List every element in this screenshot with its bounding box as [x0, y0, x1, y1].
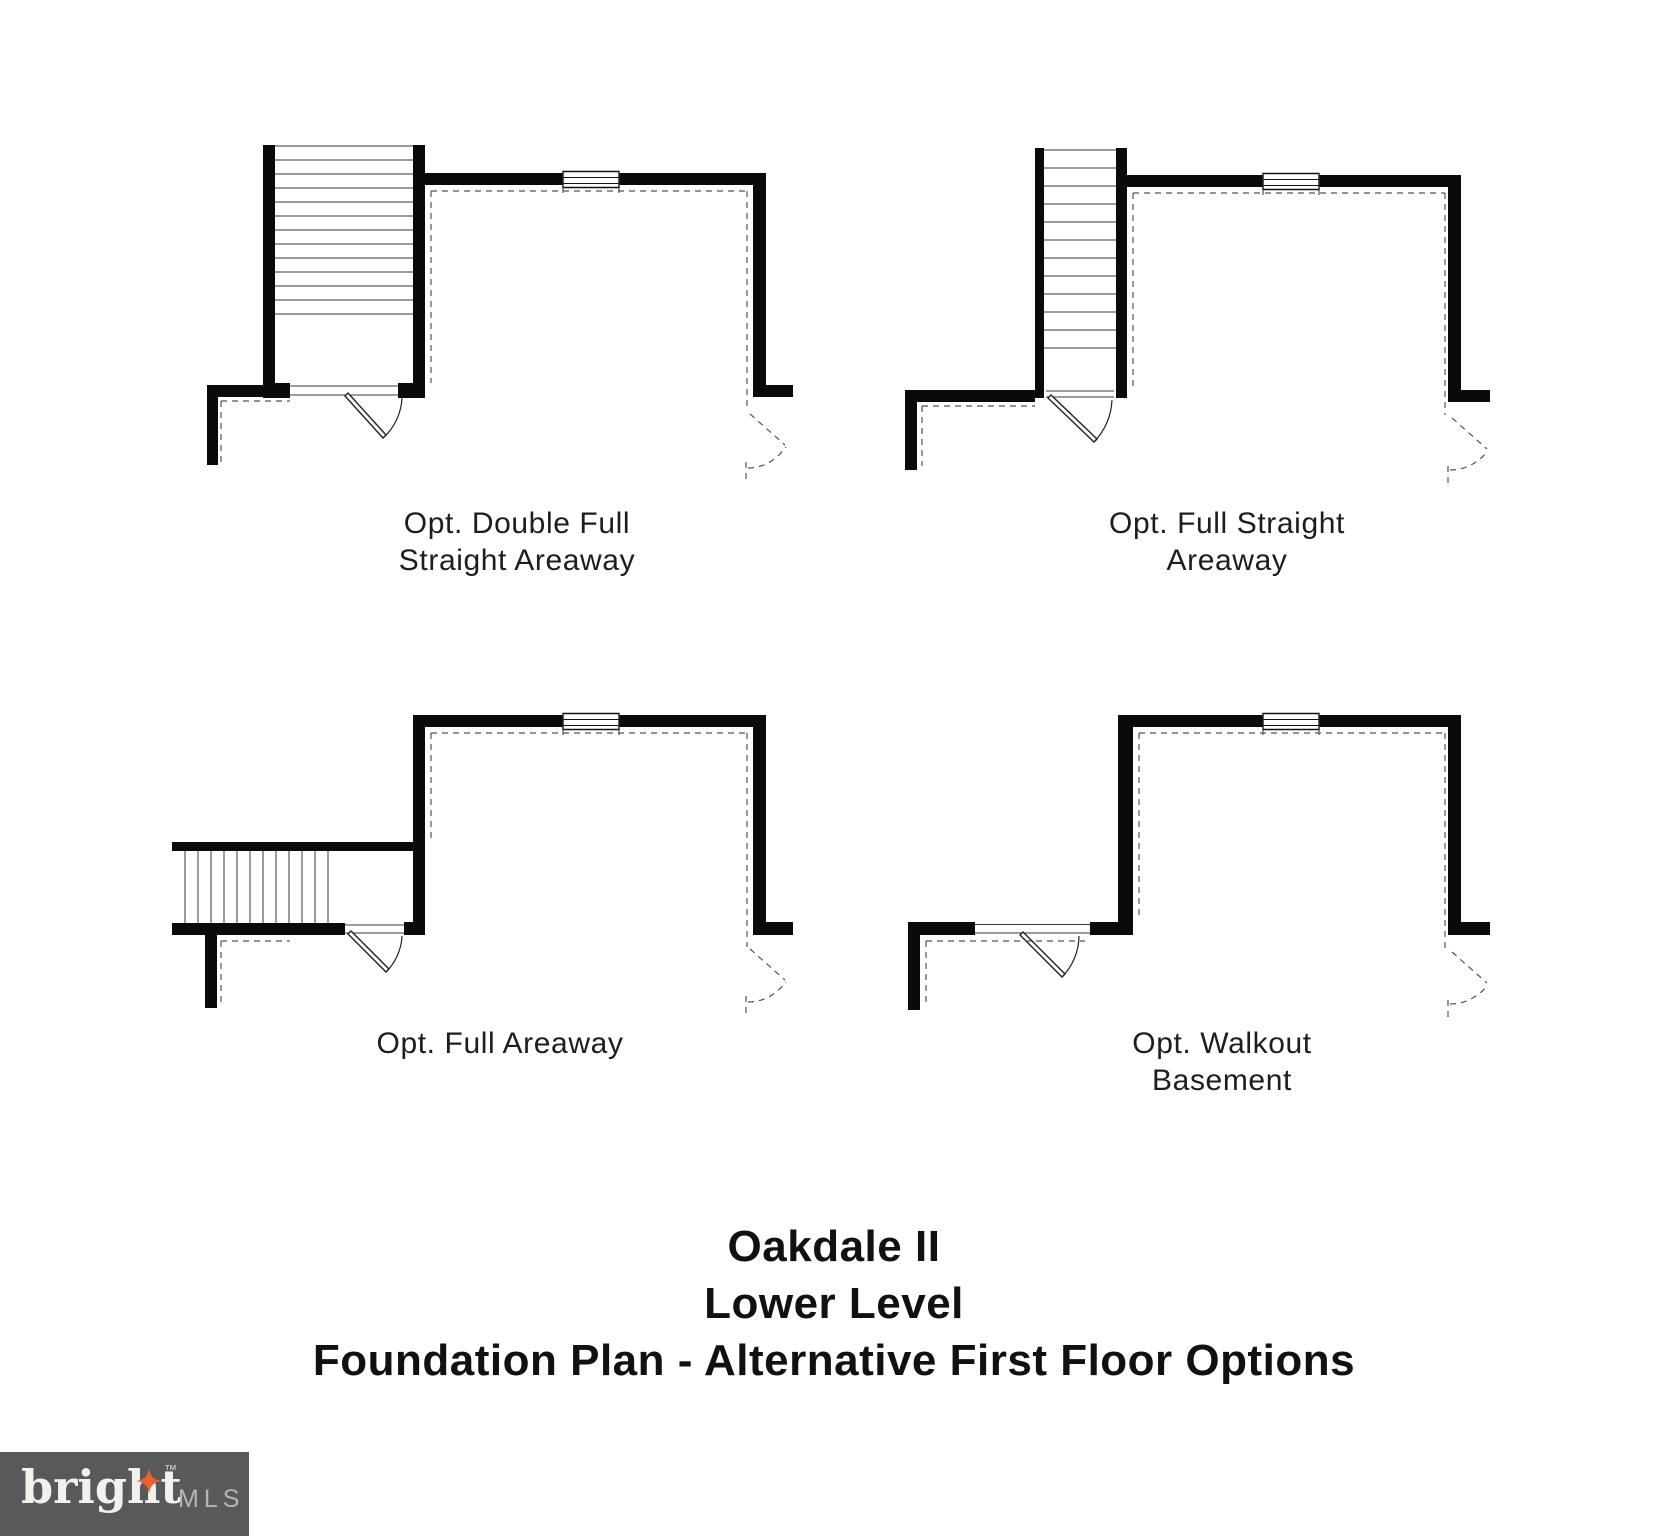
plan-label-line: Opt. Full Straight — [1109, 507, 1345, 540]
plan-label-line: Basement — [1152, 1064, 1292, 1097]
plan-label-full-areaway: Opt. Full Areaway — [377, 1025, 624, 1062]
walls — [172, 715, 793, 1008]
plan-label-line: Opt. Double Full — [403, 507, 631, 540]
stair-symbol — [263, 145, 425, 398]
trademark-symbol: ™ — [164, 1462, 177, 1477]
window-symbol — [1262, 171, 1320, 195]
walls — [905, 175, 1490, 470]
foundation-dashed-outline — [220, 732, 787, 1014]
foundation-dashed-outline — [220, 190, 787, 481]
window-symbol — [562, 711, 620, 735]
door-swing-symbol — [345, 924, 404, 973]
title-level: Lower Level — [704, 1279, 964, 1328]
plan-label-line: Straight Areaway — [398, 544, 636, 577]
title-plan-description: Foundation Plan - Alternative First Floo… — [312, 1336, 1356, 1385]
door-swing-symbol — [975, 924, 1090, 978]
plan-label-double-full-straight-areaway: Opt. Double Full Straight Areaway — [399, 505, 635, 579]
plan-full-straight-areaway — [905, 148, 1490, 485]
mls-label: MLS — [178, 1485, 245, 1513]
sparkle-star-icon — [136, 1468, 162, 1494]
stair-symbol — [172, 842, 413, 923]
plan-label-line: Opt. Walkout — [1132, 1027, 1312, 1060]
plan-walkout-basement — [908, 711, 1490, 1018]
sheet-title: Oakdale II Lower Level Foundation Plan -… — [0, 1218, 1668, 1389]
window-symbol — [1262, 711, 1320, 735]
title-model-name: Oakdale II — [727, 1222, 941, 1271]
plan-label-full-straight-areaway: Opt. Full Straight Areaway — [1109, 505, 1345, 579]
foundation-dashed-outline — [925, 732, 1489, 1018]
plan-label-line: Areaway — [1166, 544, 1288, 577]
plan-label-line: Opt. Full Areaway — [376, 1027, 624, 1060]
plan-full-areaway — [172, 711, 793, 1014]
plan-double-full-straight-areaway — [207, 145, 793, 481]
walls — [207, 173, 793, 465]
bright-mls-logo: bright ™ MLS — [0, 1452, 249, 1536]
door-swing-symbol — [1046, 390, 1114, 443]
foundation-dashed-outline — [921, 192, 1489, 485]
window-symbol — [562, 169, 620, 193]
stair-symbol — [1035, 148, 1127, 398]
bright-mls-wordmark: bright — [21, 1460, 182, 1514]
door-swing-symbol — [290, 385, 403, 440]
plan-label-walkout-basement: Opt. Walkout Basement — [1132, 1025, 1311, 1099]
walls — [908, 715, 1490, 1010]
